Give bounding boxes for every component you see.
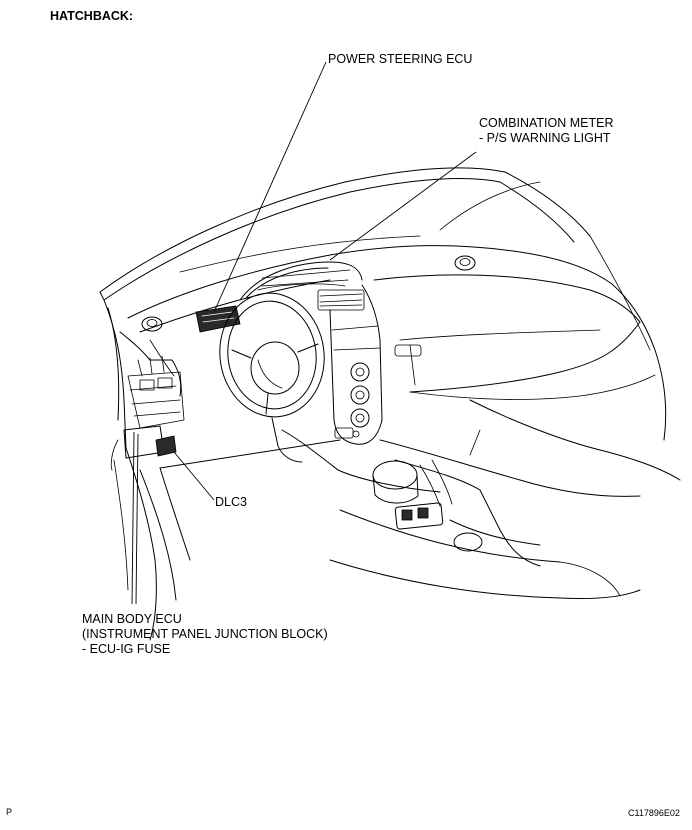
label-combination-meter: COMBINATION METER xyxy=(479,116,614,130)
label-instrument-panel-junction-block: (INSTRUMENT PANEL JUNCTION BLOCK) xyxy=(82,627,328,641)
leader-dlc3 xyxy=(173,451,215,501)
label-power-steering-ecu: POWER STEERING ECU xyxy=(328,52,473,66)
label-ps-warning-light: - P/S WARNING LIGHT xyxy=(479,131,611,145)
page-marker: P xyxy=(6,807,13,817)
power-steering-ecu-part xyxy=(195,305,241,333)
label-dlc3: DLC3 xyxy=(215,495,247,509)
label-main-body-ecu: MAIN BODY ECU xyxy=(82,612,182,626)
center-stack xyxy=(317,284,383,445)
leader-main-body-ecu xyxy=(131,431,135,605)
combination-meter xyxy=(239,261,363,301)
dashboard-top xyxy=(127,235,667,441)
label-ecu-ig-fuse: - ECU-IG FUSE xyxy=(82,642,171,656)
windshield-frame xyxy=(99,167,651,351)
leader-combination-meter xyxy=(329,151,477,261)
floor-and-console xyxy=(159,399,681,600)
leader-power-steering-ecu xyxy=(213,61,327,313)
steering-wheel xyxy=(219,292,325,463)
leader-lines xyxy=(131,61,477,605)
figure-code: C117896E02 xyxy=(628,808,680,818)
page-title: HATCHBACK: xyxy=(50,9,134,23)
